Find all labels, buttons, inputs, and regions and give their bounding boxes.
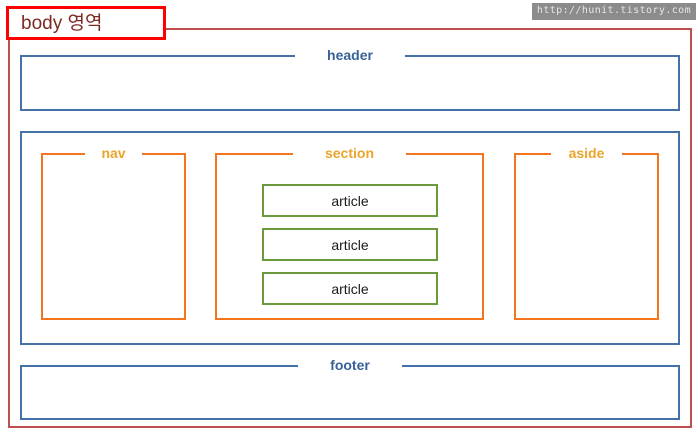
footer-region: footer	[20, 357, 680, 420]
article-box: article	[262, 184, 438, 217]
body-region-frame	[8, 28, 692, 428]
footer-border-right	[678, 365, 680, 420]
header-border-bottom	[20, 109, 680, 111]
header-border-left	[20, 55, 22, 111]
aside-border-left	[514, 153, 516, 320]
aside-label: aside	[568, 145, 605, 161]
article-label: article	[331, 236, 369, 253]
header-region: header	[20, 47, 680, 111]
article-label: article	[331, 192, 369, 209]
nav-region: nav	[41, 145, 186, 320]
section-border-top-right	[406, 153, 484, 155]
aside-region: aside	[514, 145, 659, 320]
section-region: section	[215, 145, 484, 320]
header-border-right	[678, 55, 680, 111]
main-container-border-left	[20, 131, 22, 345]
footer-border-bottom	[20, 418, 680, 420]
footer-border-top-right	[402, 365, 680, 367]
nav-border-top-left	[41, 153, 85, 155]
main-container-border-top-left	[20, 131, 350, 133]
nav-border-right	[184, 153, 186, 320]
header-border-top-left	[20, 55, 295, 57]
article-box: article	[262, 228, 438, 261]
nav-label: nav	[101, 145, 126, 161]
footer-border-left	[20, 365, 22, 420]
site-watermark: http://hunit.tistory.com	[531, 3, 696, 20]
body-region-label-text: body 영역	[21, 12, 103, 34]
main-content-container	[20, 131, 680, 345]
main-container-border-bottom	[20, 343, 680, 345]
section-border-top-left	[215, 153, 293, 155]
section-label: section	[324, 145, 374, 161]
section-border-right	[482, 153, 484, 320]
footer-label: footer	[330, 357, 370, 373]
nav-border-top-right	[142, 153, 186, 155]
footer-border-top-left	[20, 365, 298, 367]
aside-border-top-right	[622, 153, 659, 155]
main-container-border-top-right	[350, 131, 680, 133]
aside-border-bottom	[514, 318, 659, 320]
article-box: article	[262, 272, 438, 305]
body-region-label-box: body 영역	[6, 6, 166, 40]
section-border-left	[215, 153, 217, 320]
aside-border-right	[657, 153, 659, 320]
nav-border-bottom	[41, 318, 186, 320]
article-label: article	[331, 280, 369, 297]
header-label: header	[327, 47, 373, 63]
aside-border-top-left	[514, 153, 551, 155]
section-border-bottom	[215, 318, 484, 320]
nav-border-left	[41, 153, 43, 320]
header-border-top-right	[405, 55, 680, 57]
main-container-border-right	[678, 131, 680, 345]
